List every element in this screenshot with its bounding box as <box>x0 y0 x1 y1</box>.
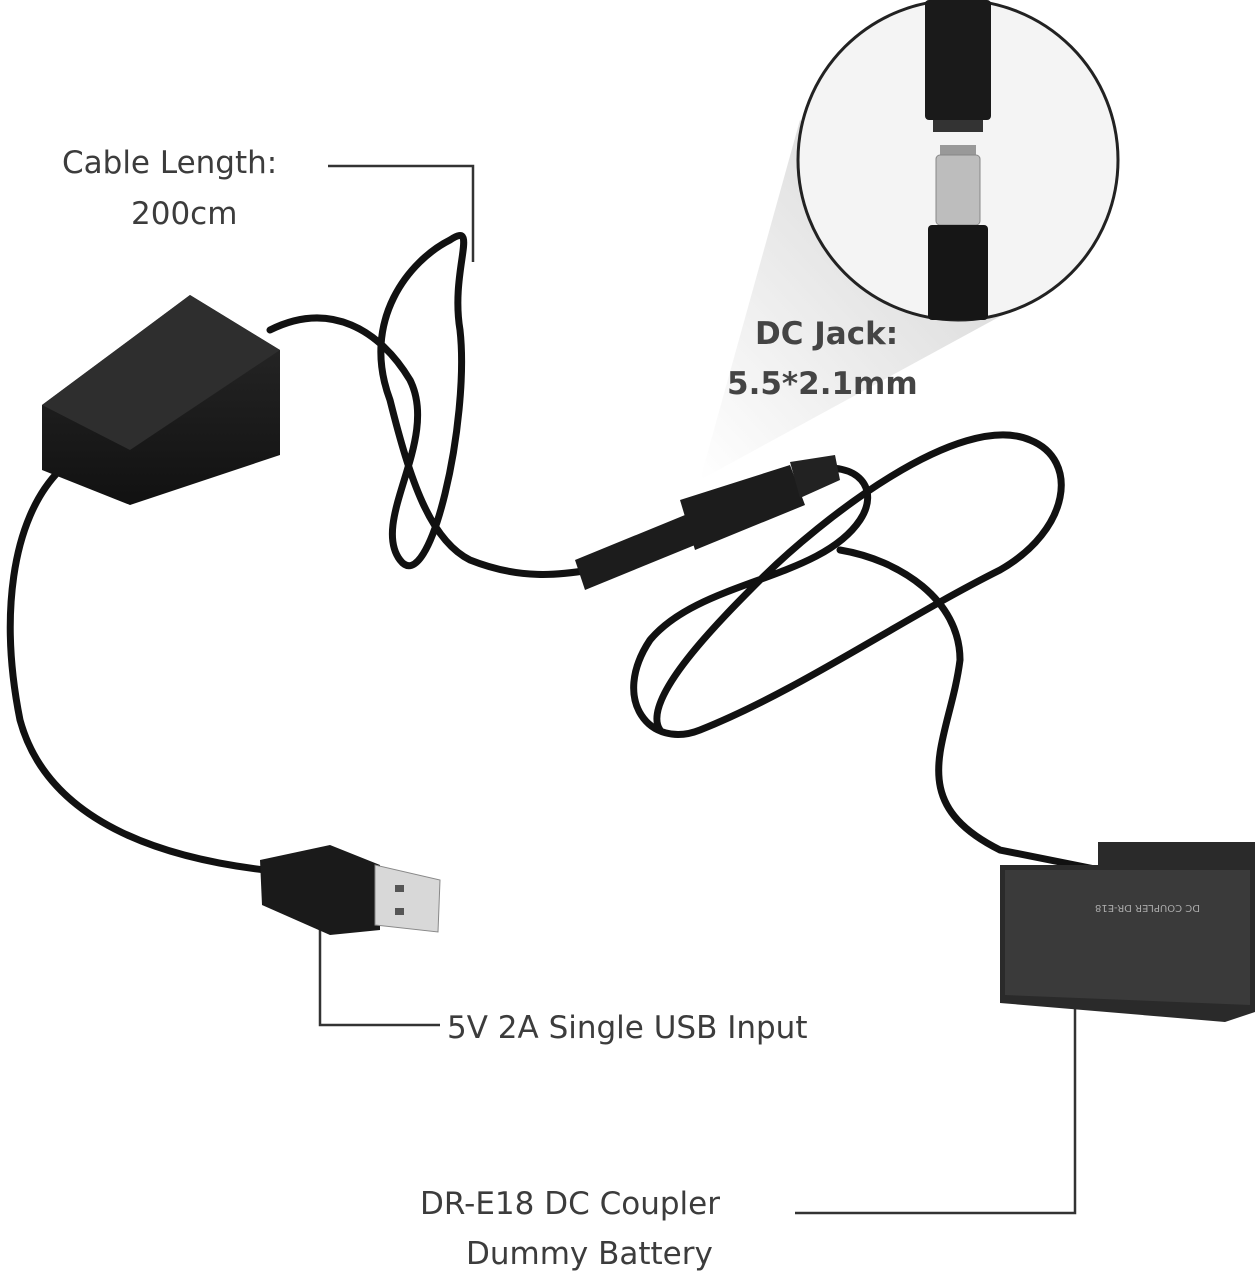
dummy-battery-label: DR-E18 DC Coupler <box>420 1186 720 1222</box>
converter-box <box>42 295 280 505</box>
cable-length-label: Cable Length: <box>62 145 278 181</box>
leader-lines <box>318 164 1077 1215</box>
coupler-print: DC COUPLER DR-E18 <box>1095 902 1200 913</box>
cable-length-value: 200cm <box>131 196 238 232</box>
usb-input-label: 5V 2A Single USB Input <box>447 1010 808 1046</box>
cables <box>6 232 1104 874</box>
dummy-battery: DC COUPLER DR-E18 <box>1000 842 1255 1022</box>
dc-jack-value: 5.5*2.1mm <box>727 366 918 402</box>
dc-jack-label: DC Jack: <box>755 316 899 352</box>
dc-jack-connector <box>575 455 840 590</box>
magnifier-cone <box>700 120 1030 480</box>
usb-plug <box>260 845 441 935</box>
dc-jack-closeup <box>925 0 991 320</box>
dummy-battery-sublabel: Dummy Battery <box>466 1236 713 1272</box>
